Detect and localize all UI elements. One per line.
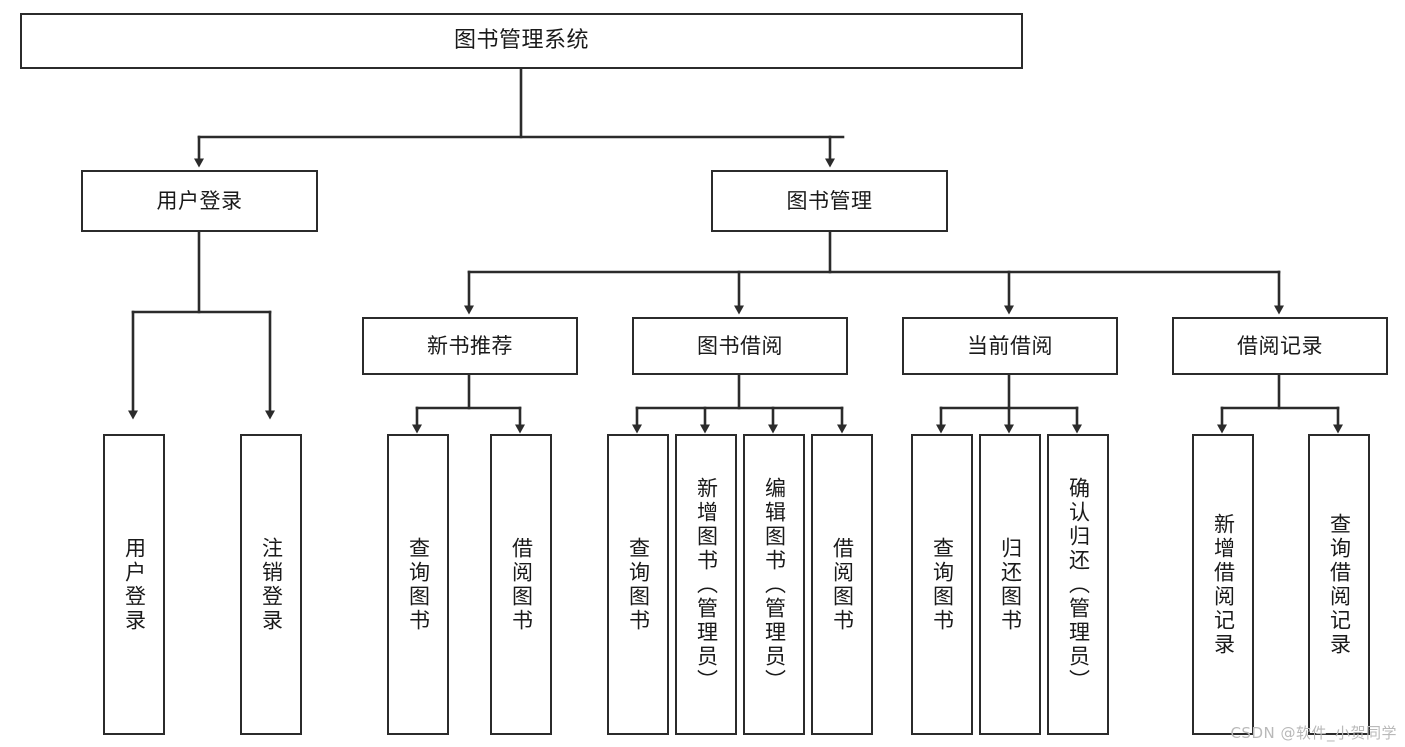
leaf-query-book-current[interactable]: 查询图书 (911, 434, 973, 735)
node-label: 查询图书 (406, 536, 431, 633)
node-label: 归还图书 (998, 536, 1023, 633)
node-label: 用户登录 (156, 188, 243, 213)
leaf-add-borrow-record[interactable]: 新增借阅记录 (1192, 434, 1254, 735)
node-label: 编辑图书（管理员） (762, 476, 787, 693)
node-book-management[interactable]: 图书管理 (711, 170, 948, 232)
leaf-user-login[interactable]: 用户登录 (103, 434, 165, 735)
node-borrow-record[interactable]: 借阅记录 (1172, 317, 1388, 375)
node-label: 查询图书 (626, 536, 651, 633)
node-label: 查询借阅记录 (1327, 512, 1352, 657)
node-current-borrow[interactable]: 当前借阅 (902, 317, 1118, 375)
leaf-logout-login[interactable]: 注销登录 (240, 434, 302, 735)
node-label: 当前借阅 (967, 333, 1053, 358)
leaf-edit-book-admin[interactable]: 编辑图书（管理员） (743, 434, 805, 735)
leaf-borrow-book[interactable]: 借阅图书 (811, 434, 873, 735)
node-book-borrow[interactable]: 图书借阅 (632, 317, 848, 375)
leaf-confirm-return-admin[interactable]: 确认归还（管理员） (1047, 434, 1109, 735)
leaf-borrow-book-new-recommend[interactable]: 借阅图书 (490, 434, 552, 735)
leaf-add-book-admin[interactable]: 新增图书（管理员） (675, 434, 737, 735)
node-label: 借阅图书 (509, 536, 534, 633)
node-label: 图书管理 (786, 188, 873, 213)
node-label: 注销登录 (259, 536, 284, 633)
node-label: 新增借阅记录 (1211, 512, 1236, 657)
node-label: 图书借阅 (697, 333, 783, 358)
node-label: 新增图书（管理员） (694, 476, 719, 693)
node-user-login[interactable]: 用户登录 (81, 170, 318, 232)
node-label: 图书管理系统 (453, 28, 589, 54)
node-label: 借阅图书 (830, 536, 855, 633)
leaf-return-book[interactable]: 归还图书 (979, 434, 1041, 735)
node-root-book-management-system[interactable]: 图书管理系统 (20, 13, 1023, 69)
leaf-query-book-new-recommend[interactable]: 查询图书 (387, 434, 449, 735)
node-label: 查询图书 (930, 536, 955, 633)
node-new-book-recommend[interactable]: 新书推荐 (362, 317, 578, 375)
node-label: 借阅记录 (1237, 333, 1323, 358)
node-label: 用户登录 (122, 536, 147, 633)
node-label: 新书推荐 (427, 333, 513, 358)
leaf-query-book-borrow[interactable]: 查询图书 (607, 434, 669, 735)
node-label: 确认归还（管理员） (1066, 476, 1091, 693)
leaf-query-borrow-record[interactable]: 查询借阅记录 (1308, 434, 1370, 735)
